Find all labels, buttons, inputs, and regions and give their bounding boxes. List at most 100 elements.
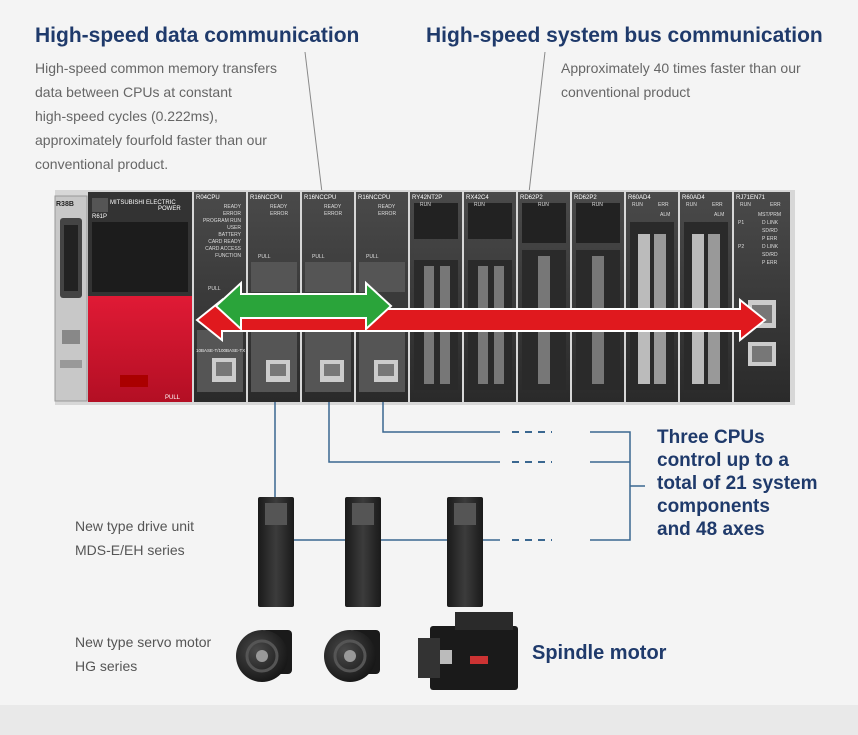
nc-cpu-model: R16NCCPU — [304, 195, 336, 201]
net-label: SD/RD — [762, 252, 778, 258]
io-run: RUN — [632, 202, 643, 208]
desc-line: approximately fourfold faster than our — [35, 132, 267, 148]
net-label: SD/RD — [762, 228, 778, 234]
network-module — [734, 192, 790, 402]
label-line: New type drive unit — [75, 518, 195, 534]
drive-unit-label: New type drive unit MDS-E/EH series — [75, 514, 194, 562]
left-feature-title: High-speed data communication — [35, 24, 360, 47]
net-label: D LINK — [762, 244, 779, 250]
cpu-pull-label: PULL — [208, 286, 221, 292]
nc-cpu-pull: PULL — [366, 254, 379, 260]
net-model: RJ71EN71 — [736, 195, 766, 201]
nc-cpu-status: ERROR — [378, 211, 396, 217]
nc-cpu-status: READY — [378, 204, 396, 210]
io-model: RD62P2 — [574, 195, 597, 201]
nc-cpu-model: R16NCCPU — [358, 195, 390, 201]
io-err: ERR — [712, 202, 723, 208]
right-feature-title: High-speed system bus communication — [426, 24, 823, 47]
desc-line: conventional product. — [35, 156, 169, 172]
cpu-status-label: CARD READY — [208, 239, 241, 245]
net-run: RUN — [740, 202, 751, 208]
io-module-4 — [572, 192, 624, 402]
net-label: P1 — [738, 220, 744, 226]
footer-band — [0, 705, 858, 735]
nc-cpu-model: R16NCCPU — [250, 195, 282, 201]
servo-motor-2 — [324, 630, 380, 682]
cpu-status-label: BATTERY — [218, 232, 241, 238]
callout-line: total of 21 system — [657, 473, 818, 494]
io-module-3 — [518, 192, 570, 402]
label-line: New type servo motor — [75, 634, 212, 650]
label-line: HG series — [75, 658, 138, 674]
data-communication-arrow — [214, 280, 393, 332]
net-label: P ERR — [762, 236, 778, 242]
cpu-status-label: FUNCTION — [215, 253, 241, 259]
desc-line: high-speed cycles (0.222ms), — [35, 108, 218, 124]
power-module — [88, 192, 192, 402]
callout-bracket — [590, 431, 645, 541]
drive-unit-3 — [447, 497, 483, 607]
io-alm: ALM — [714, 212, 724, 218]
net-label: MST/PRM — [758, 212, 781, 218]
io-run: RUN — [420, 202, 431, 208]
net-label: P2 — [738, 244, 744, 250]
cpu-status-label: USER — [227, 225, 241, 231]
desc-line: Approximately 40 times faster than our — [561, 60, 801, 76]
spindle-motor-label: Spindle motor — [532, 642, 667, 664]
io-model: R60AD4 — [682, 195, 705, 201]
cpu-status-label: ERROR — [223, 211, 241, 217]
io-module-5 — [626, 192, 678, 402]
drive-unit-1 — [258, 497, 294, 607]
power-label: POWER — [158, 206, 181, 212]
continuation-dashes — [512, 431, 552, 541]
io-alm: ALM — [660, 212, 670, 218]
callout-line: components — [657, 496, 770, 517]
cpu-port-label: 10BASE-T/100BASE-TX — [196, 348, 245, 353]
io-run: RUN — [686, 202, 697, 208]
cpu-status-label: READY — [224, 204, 242, 210]
io-model: RY42NT2P — [412, 195, 442, 201]
cpu-main-model: R04CPU — [196, 195, 220, 201]
nc-cpu-status: ERROR — [270, 211, 288, 217]
nc-cpu-status: READY — [270, 204, 288, 210]
servo-motor-1 — [236, 630, 292, 682]
desc-line: conventional product — [561, 84, 691, 100]
label-line: MDS-E/EH series — [75, 542, 185, 558]
io-model: RX42C4 — [466, 195, 489, 201]
io-module-6 — [680, 192, 732, 402]
io-run: RUN — [474, 202, 485, 208]
power-pull-label: PULL — [165, 395, 181, 401]
brand-label: MITSUBISHI ELECTRIC — [110, 200, 176, 206]
nc-cpu-status: ERROR — [324, 211, 342, 217]
io-run: RUN — [592, 202, 603, 208]
desc-line: data between CPUs at constant — [35, 84, 232, 100]
cpu-main-module — [194, 192, 246, 402]
callout-line: Three CPUs — [657, 427, 765, 448]
base-label: R38B — [56, 201, 74, 208]
io-model: RD62P2 — [520, 195, 543, 201]
power-model: R61P — [92, 214, 107, 220]
io-module-1 — [410, 192, 462, 402]
io-model: R60AD4 — [628, 195, 651, 201]
spindle-motor — [418, 612, 518, 690]
cpu-status-label: PROGRAM RUN — [203, 218, 241, 224]
io-err: ERR — [658, 202, 669, 208]
net-label: P ERR — [762, 260, 778, 266]
nc-cpu-status: READY — [324, 204, 342, 210]
drive-unit-2 — [345, 497, 381, 607]
io-run: RUN — [538, 202, 549, 208]
right-feature-description: Approximately 40 times faster than our c… — [561, 56, 851, 104]
net-label: D LINK — [762, 220, 779, 226]
nc-cpu-pull: PULL — [258, 254, 271, 260]
net-err: ERR — [770, 202, 781, 208]
servo-motor-label: New type servo motor HG series — [75, 630, 211, 678]
left-feature-description: High-speed common memory transfers data … — [35, 56, 315, 176]
cpu-callout: Three CPUs control up to a total of 21 s… — [657, 426, 818, 541]
callout-line: and 48 axes — [657, 519, 765, 540]
callout-line: control up to a — [657, 450, 789, 471]
desc-line: High-speed common memory transfers — [35, 60, 277, 76]
io-module-2 — [464, 192, 516, 402]
cpu-status-label: CARD ACCESS — [205, 246, 242, 252]
nc-cpu-pull: PULL — [312, 254, 325, 260]
